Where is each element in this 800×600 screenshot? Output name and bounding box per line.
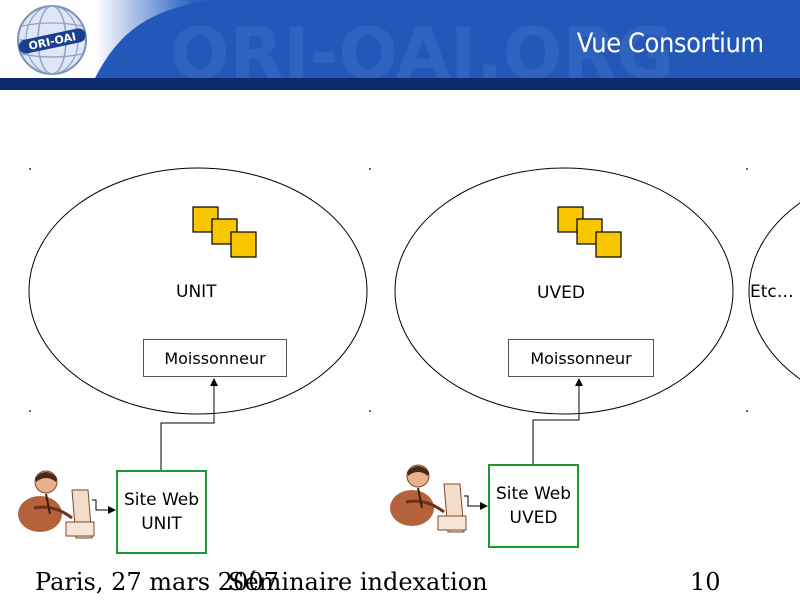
consortium-ellipse-unit — [28, 167, 368, 415]
footer-page-number: 10 — [690, 568, 721, 596]
consortium-label-uved: UVED — [537, 283, 585, 303]
connector-website-to-harvester — [532, 378, 583, 464]
consortium-label-etc: Etc… — [750, 282, 794, 302]
footer-event: Séminaire indexation — [228, 568, 488, 596]
harvester-box-unit: Moissonneur — [143, 339, 287, 377]
footer-location-date: Paris, 27 mars 2007 — [35, 568, 279, 596]
website-box-unit: Site Web UNIT — [116, 470, 207, 554]
header-banner: ORI-OAI.ORG ORI-OAI Vue Consortium — [0, 0, 800, 95]
user-at-computer-icon — [390, 464, 467, 533]
connector-user-to-website — [464, 495, 488, 510]
connector-website-to-harvester — [160, 378, 218, 470]
harvester-box-uved: Moissonneur — [508, 339, 654, 377]
website-label-line: UNIT — [141, 514, 182, 534]
header-background: ORI-OAI.ORG — [0, 0, 800, 95]
consortium-ellipse-etc — [748, 202, 800, 380]
website-label-line: Site Web — [495, 484, 572, 504]
slide-title: Vue Consortium — [577, 28, 764, 59]
user-at-computer-icon — [18, 470, 95, 539]
consortium-label-unit: UNIT — [176, 282, 217, 302]
consortium-ellipse-uved — [394, 167, 734, 415]
website-label-line: UVED — [509, 508, 558, 528]
connector-user-to-website — [92, 499, 116, 514]
repository-stack-icon — [557, 206, 622, 258]
ori-oai-logo-icon: ORI-OAI — [17, 5, 87, 75]
website-box-uved: Site Web UVED — [488, 464, 579, 548]
repository-stack-icon — [192, 206, 257, 258]
website-label-line: Site Web — [123, 490, 200, 510]
placeholder-corner-marks — [29, 168, 748, 412]
